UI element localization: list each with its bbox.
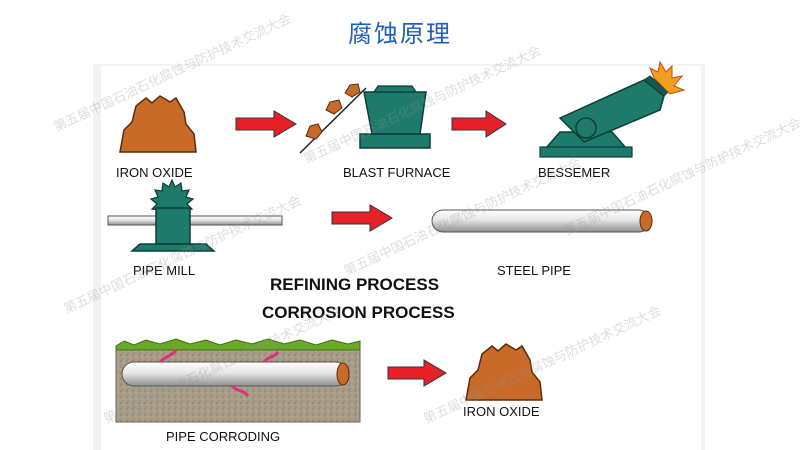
label-iron-oxide-top: IRON OXIDE [116,165,193,180]
ore-chunk-1 [305,123,323,140]
pipe-mill-base [130,243,216,252]
heading-corrosion-process: CORROSION PROCESS [262,303,455,322]
blast-furnace-base [359,133,431,149]
label-iron-oxide-bottom: IRON OXIDE [463,404,540,419]
label-blast-furnace: BLAST FURNACE [343,165,451,180]
arrow-furnace-to-bessemer [451,110,507,138]
pipe-mill-rod [107,215,283,226]
bessemer-pivot [575,117,597,139]
pipe-mill-body [155,207,191,245]
ore-chunk-3 [344,83,361,98]
grass-strip [115,338,361,351]
corrosion-current-3 [262,351,280,363]
heading-refining-process: REFINING PROCESS [270,275,440,294]
steel-pipe-end [639,210,653,232]
flame-icon [649,60,686,95]
corrosion-current-1 [158,349,178,364]
iron-ore-pile-top [119,95,197,153]
corrosion-current-2 [230,384,250,397]
bessemer-stand [539,146,633,158]
arrow-ore-to-furnace [235,110,297,138]
label-steel-pipe: STEEL PIPE [497,263,571,278]
label-pipe-corroding: PIPE CORRODING [166,429,281,444]
ore-chunk-2 [325,99,343,115]
label-pipe-mill: PIPE MILL [133,263,196,278]
furnace-conveyor [299,87,367,154]
page-title: 腐蚀原理 [348,20,452,48]
arrow-mill-to-pipe [331,204,393,232]
label-bessemer: BESSEMER [538,165,611,180]
corroding-pipe-end [336,362,350,386]
blast-furnace-cap [372,85,418,93]
arrow-corroding-to-oxide [387,359,447,387]
iron-ore-pile-bottom [465,343,543,401]
